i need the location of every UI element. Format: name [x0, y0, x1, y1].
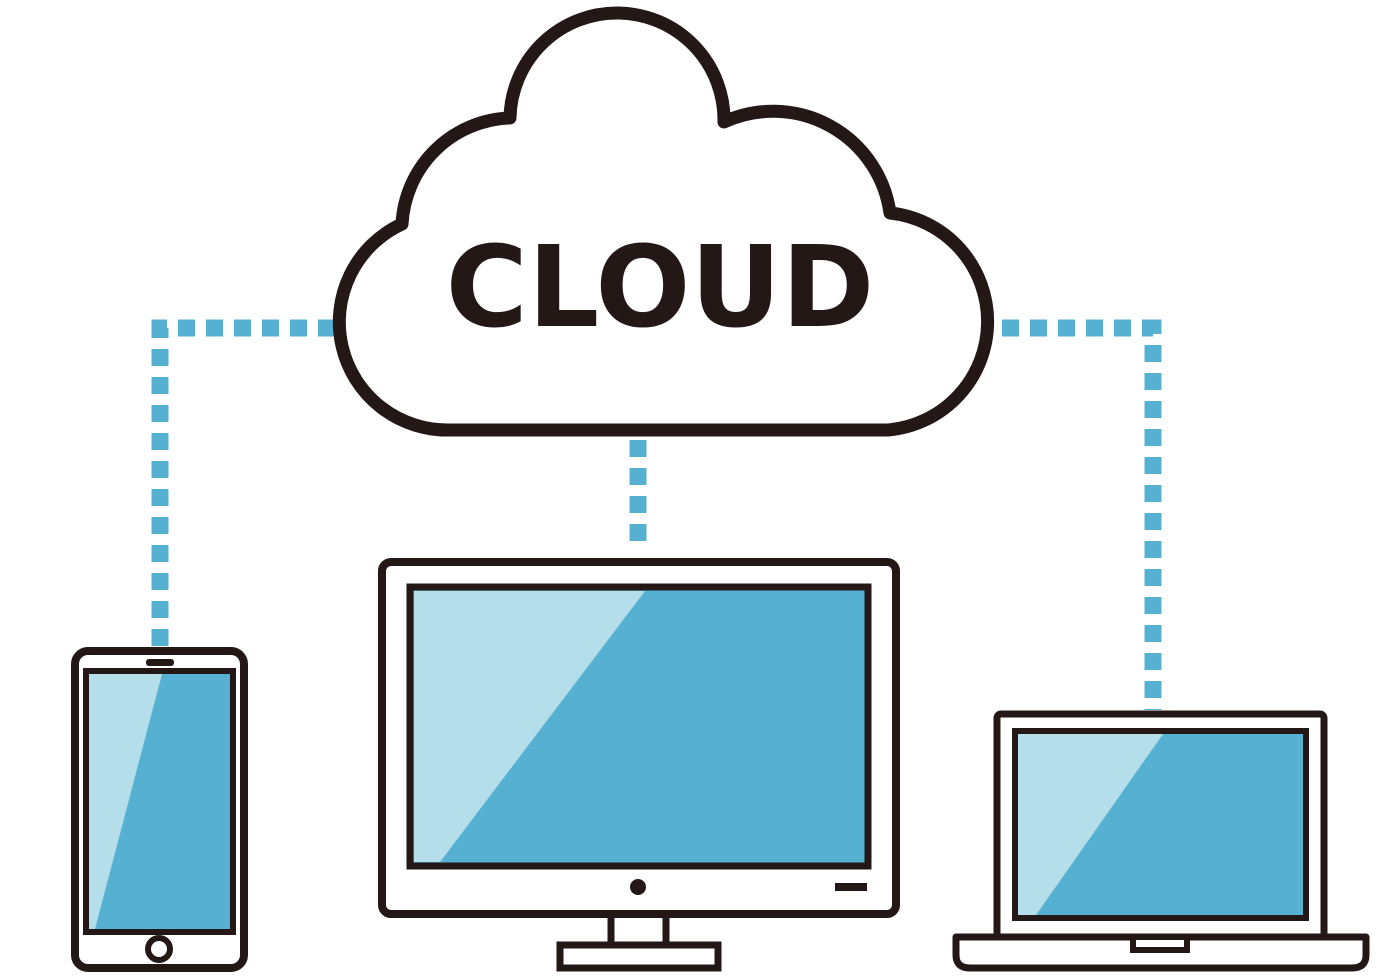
- phone-speaker: [146, 659, 174, 666]
- connector-phone: [151, 319, 335, 646]
- phone-home-button: [145, 935, 173, 963]
- laptop-icon: [952, 710, 1370, 972]
- connector-laptop: [1002, 319, 1162, 710]
- cloud-icon: CLOUD: [332, 6, 995, 437]
- smartphone-icon: [71, 647, 248, 972]
- monitor-power-icon: [630, 879, 646, 895]
- connectors: [151, 319, 1162, 710]
- cloud-label: CLOUD: [446, 223, 875, 353]
- monitor-icon: [378, 558, 900, 972]
